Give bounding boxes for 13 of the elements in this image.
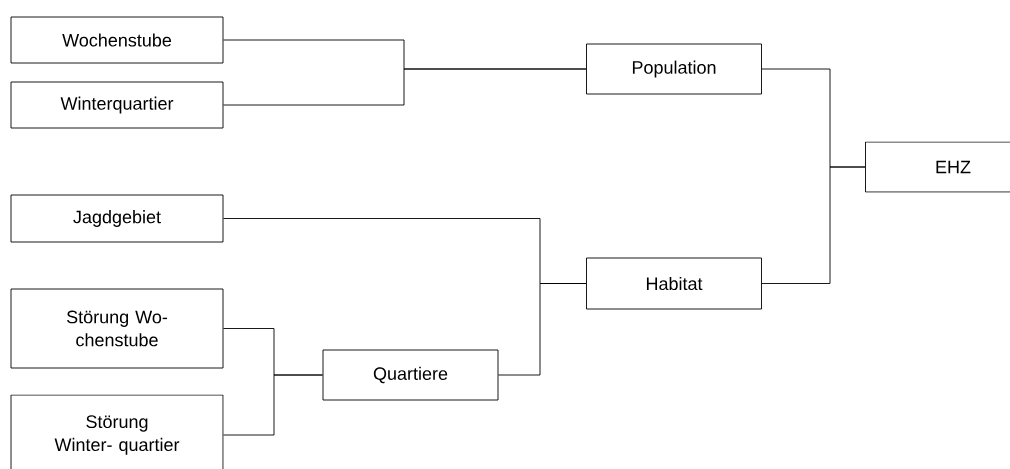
box: Störung Winter- quartier — [10, 394, 224, 469]
box: EHZ — [865, 141, 1010, 193]
connector-line — [761, 166, 866, 284]
box: Winterquartier — [10, 81, 224, 129]
box: Population — [586, 43, 762, 95]
box: Jagdgebiet — [10, 194, 224, 243]
connector-line — [498, 283, 587, 376]
box: Quartiere — [322, 349, 499, 401]
box: Störung Wo- chenstube — [10, 288, 224, 369]
connector-line — [223, 374, 323, 436]
box: Wochenstube — [10, 16, 224, 64]
box: Habitat — [586, 257, 762, 310]
connector-line — [223, 68, 587, 106]
